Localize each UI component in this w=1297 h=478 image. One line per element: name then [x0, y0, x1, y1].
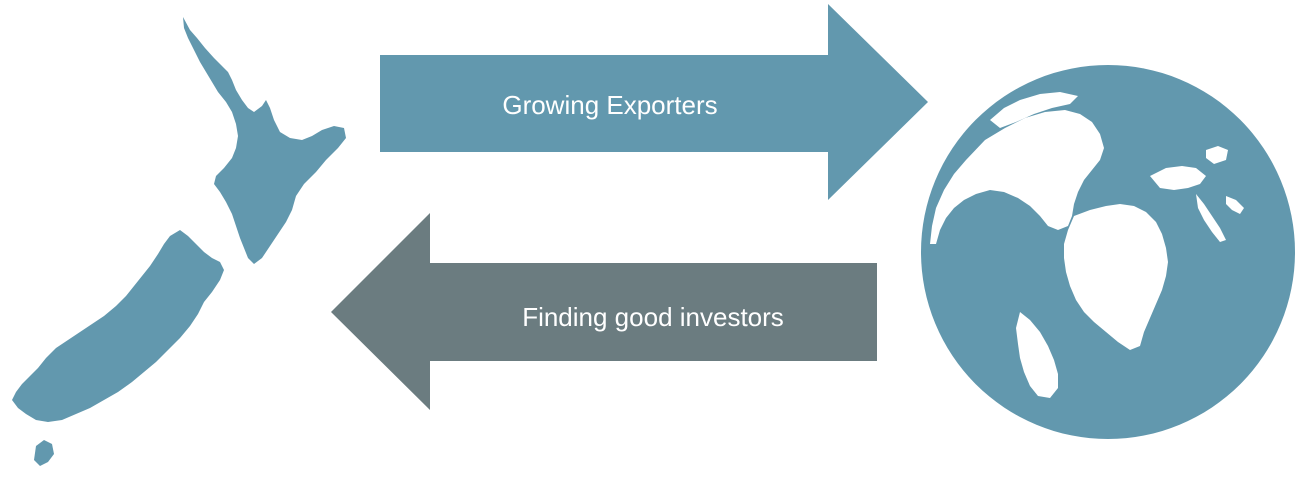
globe-black-sea-gap: [1206, 146, 1228, 164]
arrow-export-label: Growing Exporters: [502, 90, 718, 120]
arrow-invest-label: Finding good investors: [522, 302, 784, 332]
globe-red-sea-gap: [1196, 194, 1226, 242]
south-island-shape: [12, 230, 224, 422]
new-zealand-map-icon: [12, 17, 346, 466]
globe-icon: [921, 65, 1295, 439]
arrow-invest: [331, 213, 877, 410]
globe-north-america-gap: [930, 110, 1104, 244]
globe-mediterranean-gap: [1150, 166, 1206, 190]
arrow-export: [380, 4, 928, 200]
globe-south-america-gap-lower: [1016, 312, 1058, 398]
globe-gulf-gap: [1226, 196, 1244, 214]
north-island-shape: [183, 17, 346, 264]
globe-north-arctic-gap: [990, 92, 1078, 128]
globe-south-atlantic-gap: [1064, 204, 1168, 350]
stewart-island-shape: [34, 440, 54, 466]
